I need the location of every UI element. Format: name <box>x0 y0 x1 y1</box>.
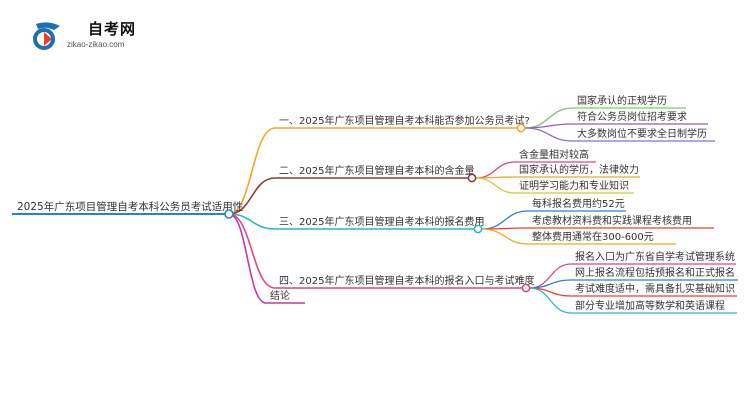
mindmap-branch-label: 结论 <box>270 289 290 302</box>
mindmap-leaf-label: 大多数岗位不要求全日制学历 <box>577 127 707 140</box>
mindmap-leaf-label: 网上报名流程包括预报名和正式报名 <box>575 266 735 279</box>
mindmap-leaf-label: 部分专业增加高等数学和英语课程 <box>575 299 725 312</box>
mindmap-leaf-label: 考虑教材资料费和实践课程考核费用 <box>532 214 692 227</box>
mindmap-branch-label: 一、2025年广东项目管理自考本科能否参加公务员考试? <box>279 114 530 127</box>
branch-collapse-toggle[interactable] <box>516 123 526 133</box>
mindmap-branch-label: 三、2025年广东项目管理自考本科的报名费用 <box>279 215 484 228</box>
mindmap-leaf-label: 证明学习能力和专业知识 <box>519 179 629 192</box>
zikao-logo-icon <box>33 22 60 50</box>
mindmap-leaf-label: 整体费用通常在300-600元 <box>532 230 654 243</box>
mindmap-leaf-label: 每科报名费用约52元 <box>532 197 625 210</box>
mindmap-leaf-label: 国家承认的正规学历 <box>577 94 667 107</box>
mindmap-root-label: 2025年广东项目管理自考本科公务员考试适用性 <box>17 200 243 213</box>
mindmap-leaf-label: 报名入口为广东省自学考试管理系统 <box>575 250 735 263</box>
logo-title: 自考网 <box>88 20 137 38</box>
logo-domain: zikao-zikao.com <box>67 40 125 49</box>
mindmap-leaf-label: 符合公务员岗位招考要求 <box>577 110 687 123</box>
mindmap-leaf-label: 含金量相对较高 <box>519 148 589 161</box>
site-logo[interactable]: 自考网 zikao-zikao.com <box>30 18 140 54</box>
mindmap-leaf-label: 考试难度适中，需具备扎实基础知识 <box>575 282 735 295</box>
branch-collapse-toggle[interactable] <box>521 283 531 293</box>
branch-collapse-toggle[interactable] <box>473 224 483 234</box>
mindmap-leaf-label: 国家承认的学历，法律效力 <box>519 163 639 176</box>
root-collapse-toggle[interactable] <box>224 209 234 219</box>
mindmap-branch-label: 二、2025年广东项目管理自考本科的含金量 <box>279 164 474 177</box>
branch-collapse-toggle[interactable] <box>467 173 477 183</box>
mindmap-branch-label: 四、2025年广东项目管理自考本科的报名入口与考试难度 <box>279 274 534 287</box>
